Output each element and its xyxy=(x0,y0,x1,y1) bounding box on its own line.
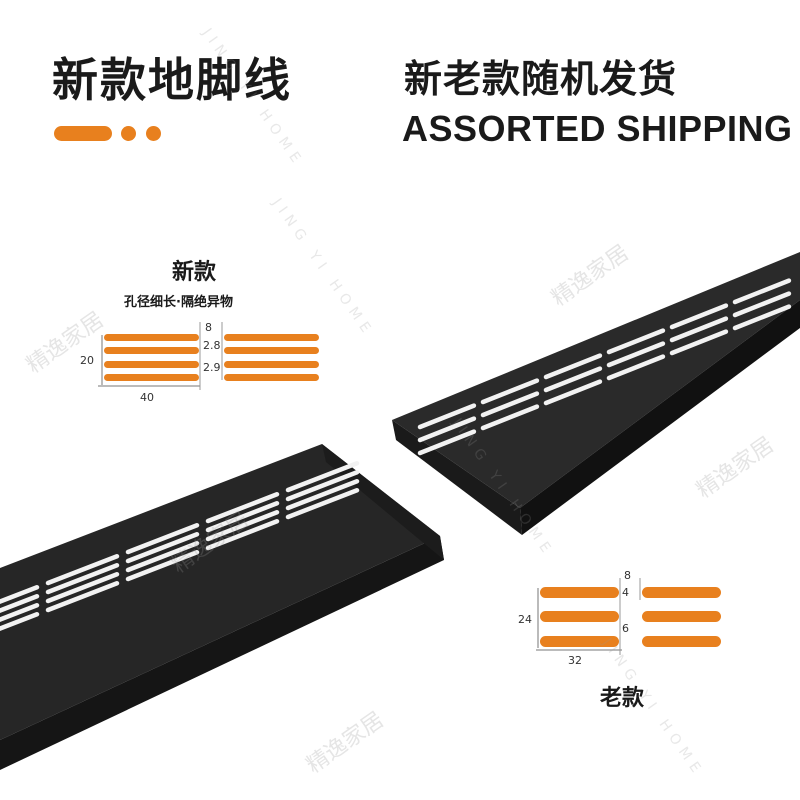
old-dim-gap: 8 xyxy=(624,569,631,582)
vent-slot xyxy=(125,541,200,573)
vent-slot xyxy=(732,278,792,305)
vent-slot xyxy=(285,488,360,520)
vent-slot xyxy=(45,563,120,595)
vent-slot xyxy=(0,585,40,605)
shipping-subtitle: ASSORTED SHIPPING xyxy=(402,108,793,149)
vent-slot xyxy=(205,519,280,551)
vent-slot xyxy=(0,594,40,614)
vent-slot xyxy=(285,461,360,493)
vent-slot xyxy=(205,510,280,542)
new-dim-height: 20 xyxy=(80,354,94,367)
vent-slot xyxy=(543,353,603,380)
vent-slot xyxy=(732,291,792,318)
vent-slot xyxy=(417,416,477,443)
new-dim-gap: 8 xyxy=(205,321,212,334)
vent-slot xyxy=(606,341,666,368)
old-dim-slot-b: 6 xyxy=(622,622,629,635)
accent-bar xyxy=(54,126,112,141)
vent-slot xyxy=(205,492,280,524)
vent-slot xyxy=(125,550,200,582)
new-dim-slot-b: 2.9 xyxy=(203,361,221,374)
old-model-label: 老款 xyxy=(600,686,645,711)
vent-slot xyxy=(45,572,120,604)
vent-slot xyxy=(285,479,360,511)
vent-slot xyxy=(205,501,280,533)
baseboard-new-slots xyxy=(0,461,360,632)
new-model-sublabel: 孔径细长·隔绝异物 xyxy=(124,295,233,310)
new-slot-diagram xyxy=(98,322,319,390)
vent-slot xyxy=(480,378,540,405)
vent-slot xyxy=(669,329,729,356)
vent-slot xyxy=(45,581,120,613)
vent-slot xyxy=(543,379,603,406)
vent-slot xyxy=(669,316,729,343)
vent-slot xyxy=(606,328,666,355)
old-dim-width: 32 xyxy=(568,654,582,667)
accent-dot-1 xyxy=(121,126,136,141)
shipping-title: 新老款随机发货 xyxy=(404,57,678,101)
vent-slot xyxy=(606,354,666,381)
vent-slot xyxy=(417,429,477,456)
vent-slot xyxy=(45,554,120,586)
baseboard-old-slots xyxy=(417,278,792,456)
new-dim-slot-a: 2.8 xyxy=(203,339,221,352)
accent-dot-2 xyxy=(146,126,161,141)
vent-slot xyxy=(125,523,200,555)
vent-slot xyxy=(543,366,603,393)
page-title: 新款地脚线 xyxy=(52,53,292,107)
baseboard-old-panel xyxy=(392,252,800,535)
vent-slot xyxy=(669,303,729,330)
old-slot-diagram xyxy=(536,578,721,655)
vent-slot xyxy=(125,532,200,564)
vent-slot xyxy=(285,470,360,502)
vent-slot xyxy=(0,603,40,623)
vent-slot xyxy=(480,404,540,431)
vent-slot xyxy=(0,612,40,632)
new-dim-width: 40 xyxy=(140,391,154,404)
old-dim-slot-a: 4 xyxy=(622,586,629,599)
old-dim-height: 24 xyxy=(518,613,532,626)
vent-slot xyxy=(417,403,477,430)
vent-slot xyxy=(732,304,792,331)
vent-slot xyxy=(480,391,540,418)
new-model-label: 新款 xyxy=(172,260,217,285)
